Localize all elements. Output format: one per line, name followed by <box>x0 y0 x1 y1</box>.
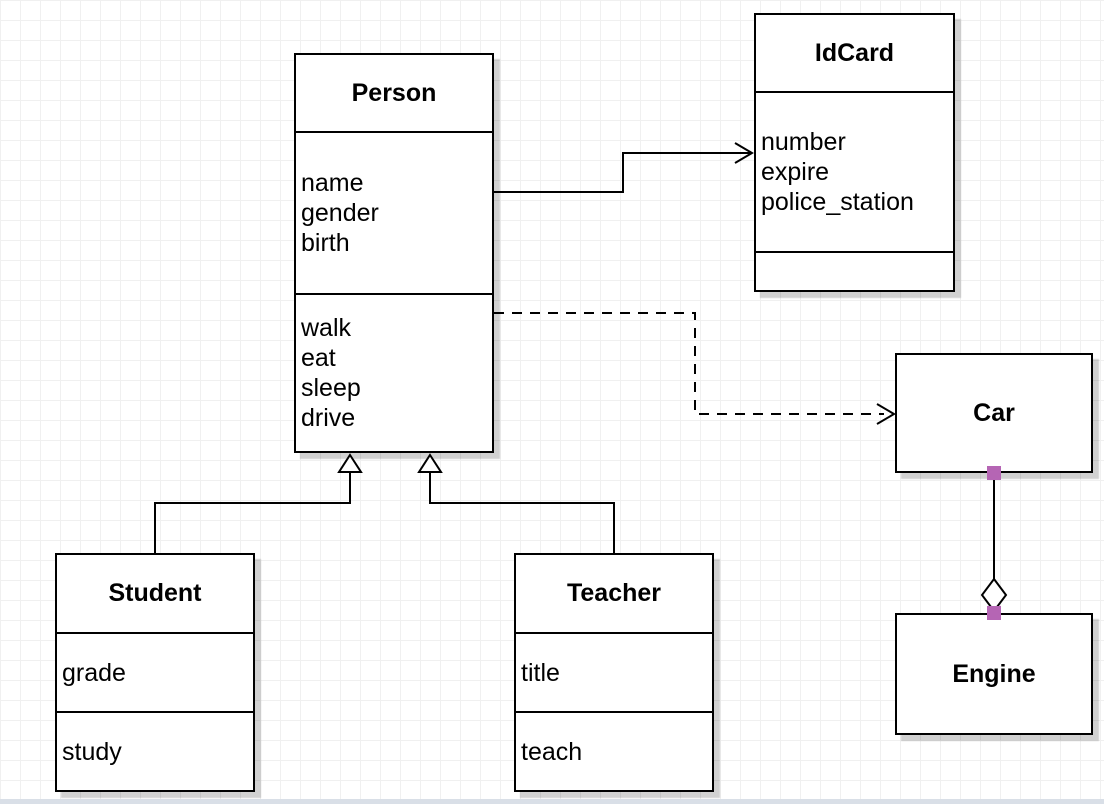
class-title: Teacher <box>566 579 662 607</box>
attribute: number <box>761 128 846 156</box>
methods-section-empty <box>756 251 953 290</box>
class-title: Person <box>351 78 437 107</box>
class-teacher[interactable]: Teacher title teach <box>514 553 714 792</box>
class-title: Car <box>973 398 1015 427</box>
methods-section: teach <box>516 711 712 790</box>
aggregation-car-engine[interactable] <box>980 466 1008 620</box>
class-car[interactable]: Car <box>895 353 1093 473</box>
attribute: police_station <box>761 188 914 216</box>
attribute: grade <box>62 658 126 687</box>
attribute: name <box>301 169 364 197</box>
attributes-section: number expire police_station <box>756 91 953 251</box>
method: drive <box>301 404 356 432</box>
generalization-teacher-person[interactable] <box>417 453 615 553</box>
method: sleep <box>301 374 361 402</box>
method: walk <box>301 314 352 342</box>
class-title: Engine <box>952 659 1036 688</box>
attribute: expire <box>761 158 830 186</box>
method: eat <box>301 344 336 372</box>
canvas-bottom-edge <box>0 799 1104 804</box>
hollow-diamond-icon <box>980 577 1008 613</box>
attributes-section: name gender birth <box>296 131 492 293</box>
attributes-section: title <box>516 632 712 711</box>
attribute: title <box>521 658 560 687</box>
class-engine[interactable]: Engine <box>895 613 1093 735</box>
class-title: Student <box>108 579 202 607</box>
methods-section: study <box>57 711 253 790</box>
class-person[interactable]: Person name gender birth walk eat sleep … <box>294 53 494 453</box>
method: teach <box>521 737 583 766</box>
hollow-triangle-icon <box>337 453 363 473</box>
methods-section: walk eat sleep drive <box>296 293 492 451</box>
attribute: birth <box>301 229 350 257</box>
association-person-idcard[interactable] <box>494 142 754 193</box>
open-arrow-icon <box>876 403 896 425</box>
open-arrow-icon <box>734 142 754 164</box>
class-title: IdCard <box>814 38 895 67</box>
method: study <box>62 737 122 766</box>
attributes-section: grade <box>57 632 253 711</box>
class-idcard[interactable]: IdCard number expire police_station <box>754 13 955 292</box>
dependency-person-car[interactable] <box>494 312 896 425</box>
attribute: gender <box>301 199 379 227</box>
class-student[interactable]: Student grade study <box>55 553 255 792</box>
hollow-triangle-icon <box>417 453 443 473</box>
generalization-student-person[interactable] <box>154 453 363 553</box>
